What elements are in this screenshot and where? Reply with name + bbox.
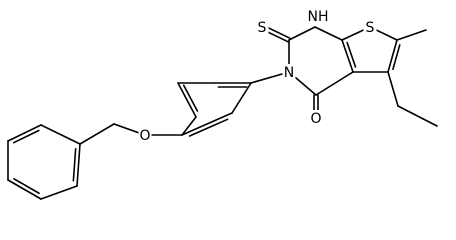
bond-ch2-b1 (79, 123, 115, 145)
atom-label-text: S (258, 20, 267, 36)
bond-c6-c5 (387, 39, 398, 73)
bond-c2-n1 (288, 26, 316, 41)
bond-n1-c7a (314, 26, 343, 41)
bond-a3-a5 (177, 82, 197, 118)
bond-et1-et2 (397, 105, 438, 127)
atom-label-text: S (366, 20, 375, 36)
bond-b1-b2 (76, 143, 81, 187)
bond-c4a-c7a (341, 39, 354, 73)
atom-label-text: N (284, 65, 294, 81)
atom-ring-sulfur: S (363, 19, 377, 36)
bond-b3-b4-second (13, 178, 40, 195)
atom-keto-oxygen: O (309, 110, 323, 127)
bond-b2-b3 (40, 185, 78, 200)
atom-label-text: O (310, 111, 321, 127)
atom-label-text: NH (308, 9, 329, 25)
bond-a2-a4 (181, 112, 233, 136)
bond-a3-a5-second (182, 84, 199, 112)
atom-label-background (138, 127, 152, 143)
bonds-layer (7, 24, 438, 200)
atom-label-background (307, 8, 329, 24)
bond-c5-et1 (387, 71, 399, 107)
bond-b5-b6-second (12, 129, 40, 144)
atom-label-background (282, 64, 296, 80)
molecule-structure: S NH S N O O (7, 8, 438, 200)
atom-ring-nitrogen: N (282, 64, 296, 81)
bond-c6-c5-second (392, 44, 401, 71)
bond-c4a-c4 (315, 71, 354, 96)
atom-labels-layer: S NH S N O O (138, 8, 377, 144)
atom-label-background (255, 19, 269, 35)
bond-b3-b4 (7, 179, 42, 200)
atom-ether-oxygen: O (138, 127, 152, 144)
bond-c6-me (396, 29, 427, 41)
bond-b5-b6 (7, 124, 42, 142)
atom-label-text: O (139, 128, 150, 144)
bond-b1-b2-second (72, 147, 77, 182)
bond-b6-b1 (40, 124, 81, 145)
atom-label-background (309, 110, 323, 126)
atom-thione-sulfur: S (255, 19, 269, 36)
atom-nh-nitrogen: NH (307, 8, 329, 25)
bond-a4-a3 (181, 116, 197, 136)
bond-c4a-c7a-second (346, 41, 357, 68)
atom-label-background (363, 19, 377, 35)
bond-a1-a2 (231, 82, 252, 114)
bond-a2-a4-second (188, 118, 229, 137)
